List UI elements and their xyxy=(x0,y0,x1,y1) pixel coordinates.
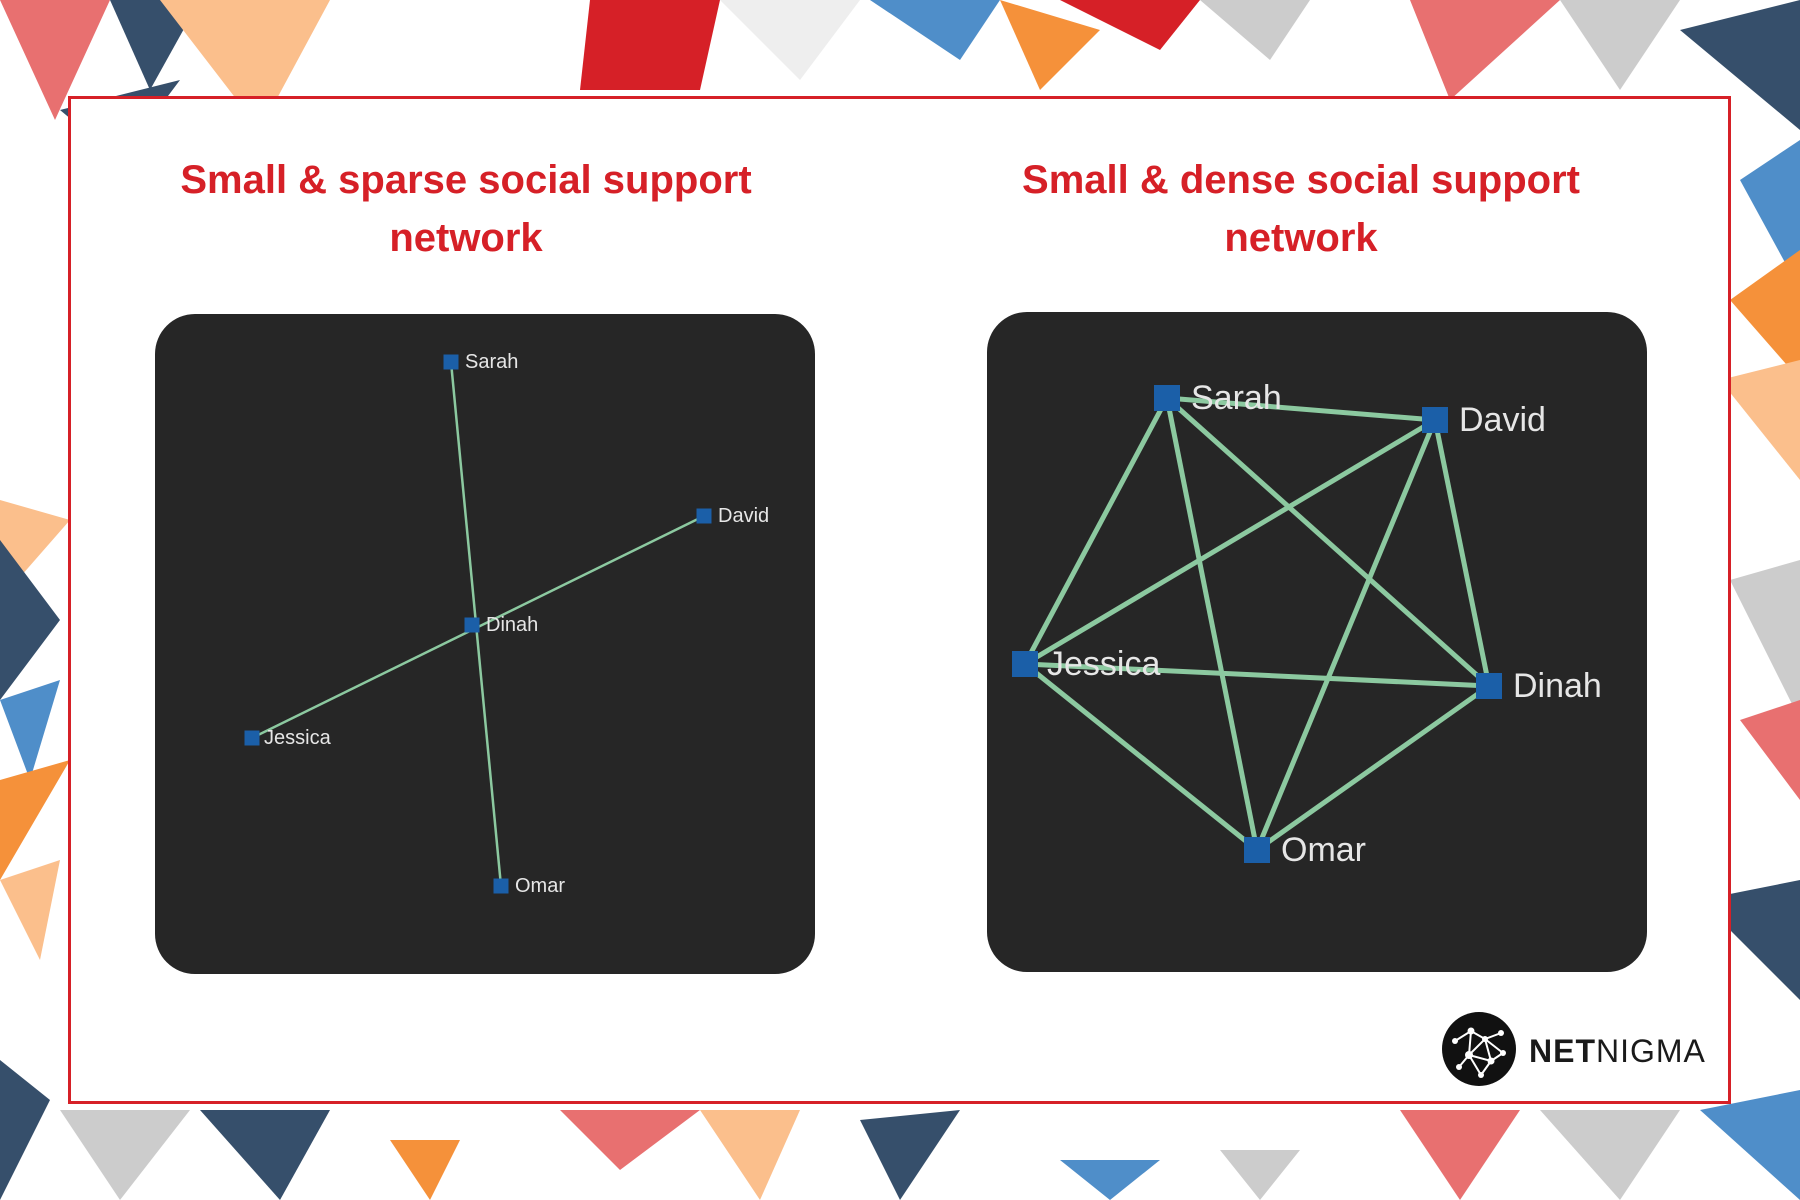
background-triangle xyxy=(1220,1150,1300,1200)
sparse-network-title: Small & sparse social support network xyxy=(180,158,752,260)
node-label-david: David xyxy=(718,505,769,527)
background-triangle xyxy=(1000,0,1100,90)
edge-sarah-dinah xyxy=(1165,396,1491,688)
edge-david-omar xyxy=(1254,419,1438,851)
node-dinah xyxy=(1476,673,1502,699)
background-triangle xyxy=(390,1140,460,1200)
background-triangle xyxy=(580,0,720,90)
node-dinah xyxy=(464,617,480,633)
background-triangle xyxy=(200,1110,330,1200)
background-triangle xyxy=(1560,0,1680,90)
background-triangle xyxy=(0,1060,50,1200)
node-label-jessica: Jessica xyxy=(1047,645,1160,683)
node-label-dinah: Dinah xyxy=(1513,667,1602,705)
background-triangle xyxy=(1680,0,1800,130)
netnigma-logo-icon xyxy=(1442,1012,1516,1086)
node-sarah xyxy=(443,354,459,370)
background-triangle xyxy=(1700,1090,1800,1200)
background-triangle xyxy=(1740,140,1800,290)
background-triangle xyxy=(0,680,60,780)
node-label-jessica: Jessica xyxy=(264,727,332,749)
content-frame: Small & sparse social support network Sm… xyxy=(68,96,1731,1104)
background-triangle xyxy=(1540,1110,1680,1200)
background-triangle xyxy=(0,860,60,960)
node-omar xyxy=(1244,837,1270,863)
node-label-sarah: Sarah xyxy=(1191,379,1282,417)
edge-jessica-dinah xyxy=(1024,661,1490,689)
netnigma-brand: NETNIGMA xyxy=(1441,1011,1711,1091)
brand-name: NETNIGMA xyxy=(1529,1033,1706,1069)
node-label-dinah: Dinah xyxy=(486,614,538,636)
node-omar xyxy=(493,878,509,894)
edge-dinah-omar xyxy=(1255,683,1491,853)
edge-jessica-omar xyxy=(1023,662,1259,852)
node-label-omar: Omar xyxy=(515,875,565,897)
node-david xyxy=(696,508,712,524)
background-triangle xyxy=(160,0,330,130)
node-label-david: David xyxy=(1459,401,1546,439)
background-triangle xyxy=(1740,700,1800,800)
background-triangle xyxy=(0,540,60,700)
node-jessica xyxy=(1012,651,1038,677)
background-triangle xyxy=(1200,0,1310,60)
node-label-omar: Omar xyxy=(1281,831,1366,869)
node-david xyxy=(1422,407,1448,433)
node-label-sarah: Sarah xyxy=(465,351,518,373)
background-triangle xyxy=(1730,250,1800,380)
background-triangle xyxy=(1720,360,1800,480)
node-sarah xyxy=(1154,385,1180,411)
background-triangle xyxy=(1400,1110,1520,1200)
background-triangle xyxy=(860,1110,960,1200)
edge-david-dinah xyxy=(1432,419,1492,687)
background-triangle xyxy=(1060,1160,1160,1200)
background-triangle xyxy=(560,1110,700,1170)
background-triangle xyxy=(720,0,860,80)
edge-sarah-david xyxy=(1166,395,1436,423)
background-triangle xyxy=(1060,0,1200,50)
background-triangle xyxy=(1730,560,1800,720)
edge-sarah-jessica xyxy=(1022,396,1170,666)
background-triangle xyxy=(0,760,70,880)
background-triangle xyxy=(870,0,1000,60)
edge-david-jessica xyxy=(1023,417,1437,667)
edge-sarah-omar xyxy=(1164,397,1260,851)
dense-network-title: Small & dense social support network xyxy=(1022,158,1580,260)
background-triangle xyxy=(60,1110,190,1200)
background-triangle xyxy=(1410,0,1560,100)
node-jessica xyxy=(244,730,260,746)
background-triangle xyxy=(700,1110,800,1200)
background-triangle xyxy=(0,0,110,120)
